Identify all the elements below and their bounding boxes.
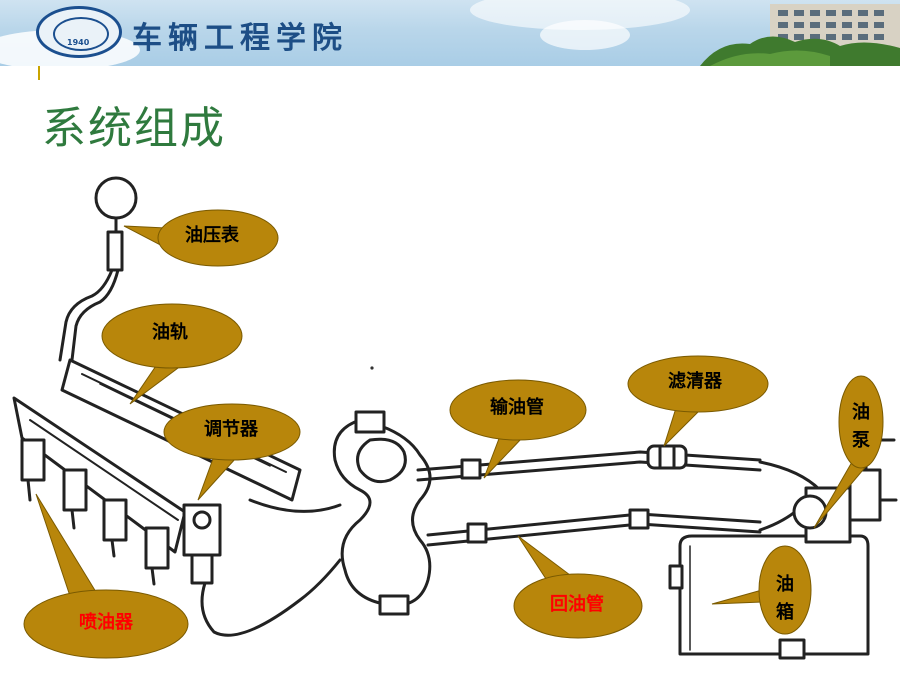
callout-shape-pressure-gauge <box>123 209 279 267</box>
return-pipe-left <box>200 558 342 637</box>
callout-tank-1: 油 <box>776 574 794 595</box>
logo-year: 1940 <box>67 38 90 47</box>
campus-building-image <box>700 4 900 66</box>
title-marker <box>38 66 40 80</box>
callout-shape-regulator <box>163 403 301 501</box>
callout-shape-filter <box>627 355 769 447</box>
callout-pump-2: 泵 <box>852 430 870 451</box>
slide-title: 系统组成 <box>42 103 226 154</box>
school-name: 车辆工程学院 <box>132 21 348 56</box>
callout-regulator: 调节器 <box>204 419 258 440</box>
header-banner: 1940 车辆工程学院 <box>0 0 900 66</box>
pressure-gauge-drawing <box>58 176 138 362</box>
callout-shape-supply-pipe <box>449 379 587 479</box>
flexible-hose-drawing <box>332 410 432 616</box>
callout-shape-tank <box>711 545 812 635</box>
callout-shape-injector <box>23 493 189 659</box>
callout-fuel-rail: 油轨 <box>152 322 188 343</box>
injector-rail-drawing <box>12 396 187 586</box>
callout-supply-pipe: 输油管 <box>490 397 544 418</box>
callout-shape-fuel-rail <box>101 303 243 405</box>
callout-pressure-gauge: 油压表 <box>185 225 239 246</box>
university-logo: 1940 <box>36 6 122 58</box>
callout-tank-2: 箱 <box>776 602 794 623</box>
callout-shape-return-pipe <box>513 535 643 639</box>
callout-filter: 滤清器 <box>668 371 722 392</box>
supply-pipe-drawing <box>416 450 762 482</box>
filter-drawing <box>646 444 688 470</box>
callout-return-pipe: 回油管 <box>550 594 604 615</box>
callout-pump-1: 油 <box>852 402 870 423</box>
callout-injector: 喷油器 <box>79 612 133 633</box>
supply-pipe-left <box>248 498 342 513</box>
pump-drawing <box>792 438 898 544</box>
callout-shape-pump <box>813 375 884 529</box>
regulator-drawing <box>182 503 222 585</box>
return-pipe-drawing <box>426 508 762 547</box>
